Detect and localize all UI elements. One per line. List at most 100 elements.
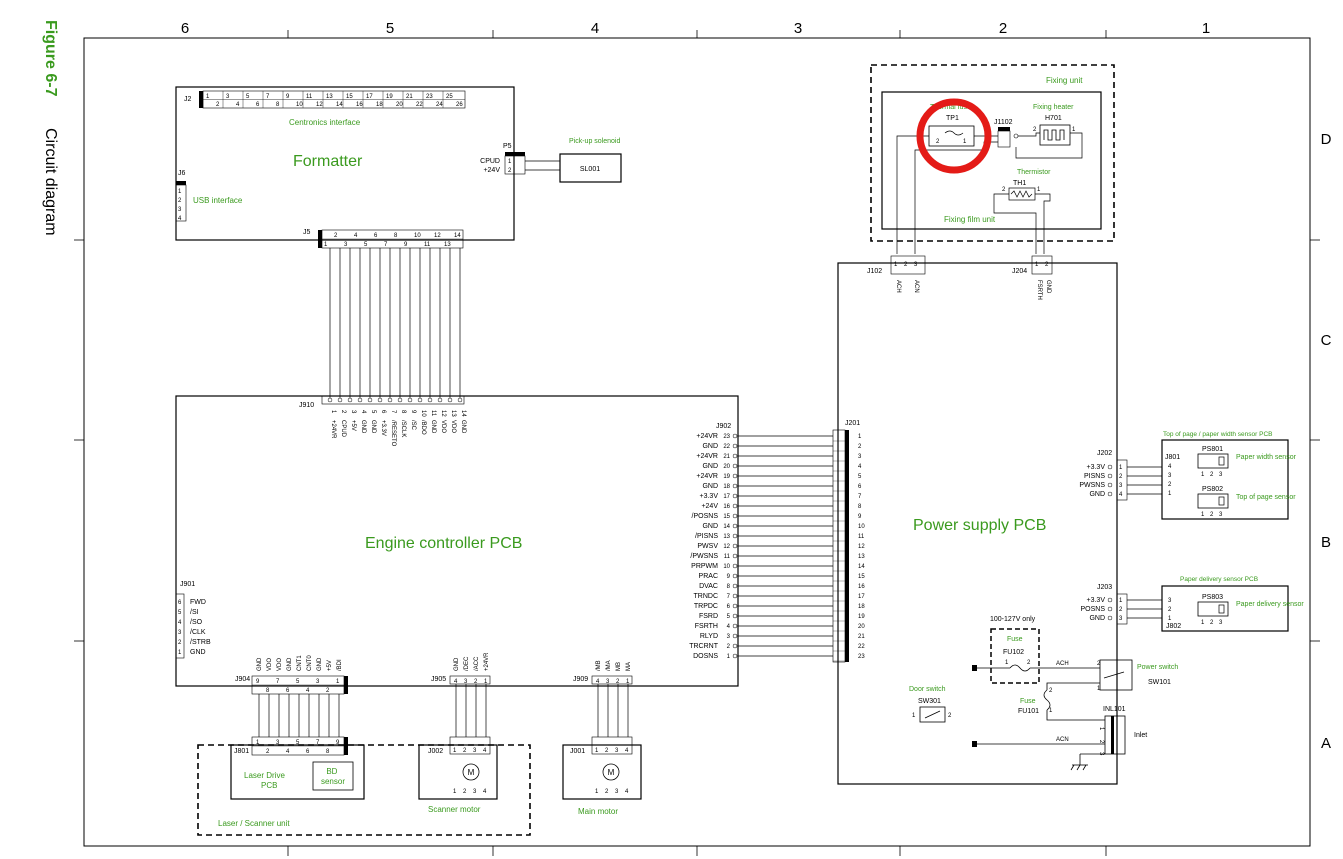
delivery-board-pin: 2 [1168, 607, 1172, 613]
j5-pin: 14 [454, 233, 461, 239]
heater-label: Fixing heater [1033, 104, 1074, 111]
h701-pin2: 2 [1033, 127, 1037, 133]
p5-signal: CPUD [480, 158, 500, 165]
j901-pin: 3 [178, 630, 182, 636]
j902-pin: 8 [727, 584, 731, 590]
j902-signal: GND [702, 523, 718, 530]
j2-pin: 14 [336, 102, 343, 108]
j909-pin: 3 [606, 679, 610, 685]
j902-pin: 9 [727, 574, 731, 580]
j5-pin: 5 [364, 242, 368, 248]
j902-pin: 12 [723, 544, 730, 550]
j902-pin-dot [732, 483, 738, 489]
j904-pin: 9 [256, 679, 260, 685]
ps801-pin: 1 [1201, 472, 1205, 478]
j2-pin: 23 [426, 94, 433, 100]
lower-wires [258, 684, 629, 737]
fixing-unit-label: Fixing unit [1046, 76, 1083, 85]
j905-pin: 1 [484, 679, 488, 685]
ps802-desc: Top of page sensor [1236, 494, 1296, 501]
inl101-label: INL101 [1103, 706, 1126, 713]
j202-pin: 1 [1119, 465, 1123, 471]
door-switch-label: Door switch [909, 686, 946, 693]
j902-pin: 15 [723, 514, 730, 520]
figure-number: Figure 6-7 [42, 20, 59, 97]
formatter-title: Formatter [293, 153, 363, 170]
sw301-pin1: 1 [912, 713, 916, 719]
j202-pin-dot [1107, 491, 1113, 497]
sw301-label: SW301 [918, 698, 941, 705]
row-label: A [1321, 735, 1331, 752]
j902-pin: 11 [724, 554, 731, 560]
j201-pin: 18 [858, 604, 865, 610]
j910-pin-dot [417, 397, 423, 403]
j902-signal: +24VR [696, 433, 718, 440]
pickup-label: Pick-up solenoid [569, 138, 620, 145]
j910-pin-dot [457, 397, 463, 403]
j204-signal: FSRTH [1036, 280, 1042, 300]
j2-pin: 8 [276, 102, 280, 108]
j2-pin: 1 [206, 94, 210, 100]
j902-pin: 7 [727, 594, 731, 600]
h701-pin1: 1 [1072, 127, 1076, 133]
j6-pin: 4 [178, 216, 182, 222]
j203-signal: +3.3V [1087, 597, 1106, 604]
j902-pin-dot [732, 443, 738, 449]
j201-pin: 5 [858, 474, 862, 480]
centronics-label: Centronics interface [289, 118, 361, 127]
laser-j801-pin: 2 [266, 749, 270, 755]
paper-delivery-sensor-pcb: Paper delivery sensor PCB J802 321 PS803… [1161, 576, 1304, 632]
fuse-only-label: 100-127V only [990, 616, 1036, 623]
tp1-pin2: 2 [936, 139, 940, 145]
j910-connector: 1+24VR2CPUD3+5V4GND5GND6+3.3V7/RESETO8/S… [321, 395, 466, 447]
figure-caption: Figure 6-7 Circuit diagram [42, 20, 59, 236]
j902-pin-dot [732, 433, 738, 439]
motor-connector-plug [449, 736, 491, 746]
j905-body [449, 675, 491, 685]
j2-pin: 5 [246, 94, 250, 100]
j909-label: J909 [573, 676, 588, 683]
j902-pin: 4 [727, 624, 731, 630]
j902-j201-wires [737, 435, 833, 657]
column-label: 2 [999, 20, 1007, 37]
j905-signal: /ACC [474, 656, 480, 671]
j909-signal: /MA [606, 660, 612, 671]
j901-body [175, 593, 185, 659]
ps802-pin: 2 [1210, 512, 1214, 518]
fu101-pin2: 2 [1049, 688, 1053, 694]
j904-signal: /BDI [337, 659, 343, 671]
j902-pin-dot [732, 493, 738, 499]
j902-signal: PWSV [697, 543, 718, 550]
power-switch-label: Power switch [1137, 664, 1178, 671]
row-label: B [1321, 534, 1331, 551]
j202-signal: PWSNS [1079, 482, 1105, 489]
j201-label: J201 [845, 420, 860, 427]
j6-pin: 2 [178, 198, 182, 204]
ps803-pin: 2 [1210, 620, 1214, 626]
j201-pin: 13 [858, 554, 865, 560]
j5-pin: 4 [354, 233, 358, 239]
pickup-solenoid: Pick-up solenoid SL001 [525, 138, 622, 183]
th1-pin2: 2 [1002, 187, 1006, 193]
j901-pin: 2 [178, 640, 182, 646]
inlet-label: Inlet [1134, 732, 1147, 739]
j910-pin-dot [327, 397, 333, 403]
fu102-pin1: 1 [1005, 660, 1009, 666]
j910-pin-dot [347, 397, 353, 403]
j902-signal: GND [702, 483, 718, 490]
j2-pin: 11 [306, 94, 313, 100]
j910-signal: GND [370, 420, 376, 434]
power-supply-board: Power supply PCB J201 123456789101112131… [832, 255, 1178, 785]
main-motor-symbol: M [608, 768, 615, 777]
